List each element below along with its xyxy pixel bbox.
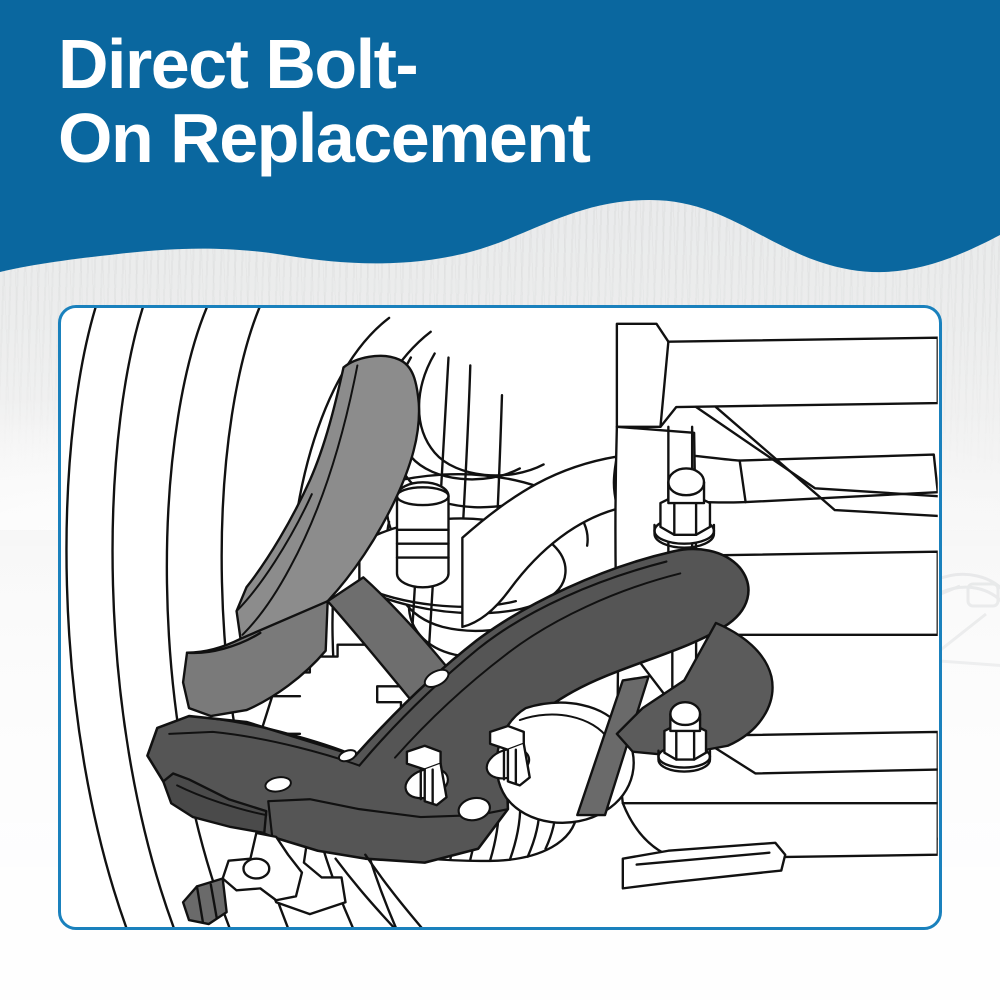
abs-sensor-connector	[181, 831, 304, 926]
lower-tie-rod	[621, 841, 787, 890]
ball-joint	[162, 772, 268, 835]
arm-hole-small	[337, 749, 358, 763]
page-title: Direct Bolt- On Replacement	[58, 25, 591, 177]
wheel-spoke-foreground	[334, 853, 438, 927]
arm-hole-lower	[264, 776, 292, 793]
suspension-line-drawing	[62, 308, 938, 927]
arm-boss-rear	[457, 796, 492, 822]
subframe-bolt-upper	[653, 467, 716, 549]
suspension-diagram-card	[58, 305, 942, 930]
control-arm-bolt-rear	[405, 744, 448, 807]
arm-hole-upper	[423, 668, 450, 689]
header-banner: Direct Bolt- On Replacement	[0, 0, 1000, 300]
subframe-bolt-lower	[657, 700, 712, 773]
header-wave-shape	[0, 0, 1000, 273]
control-arm-bolt-front	[488, 724, 531, 787]
